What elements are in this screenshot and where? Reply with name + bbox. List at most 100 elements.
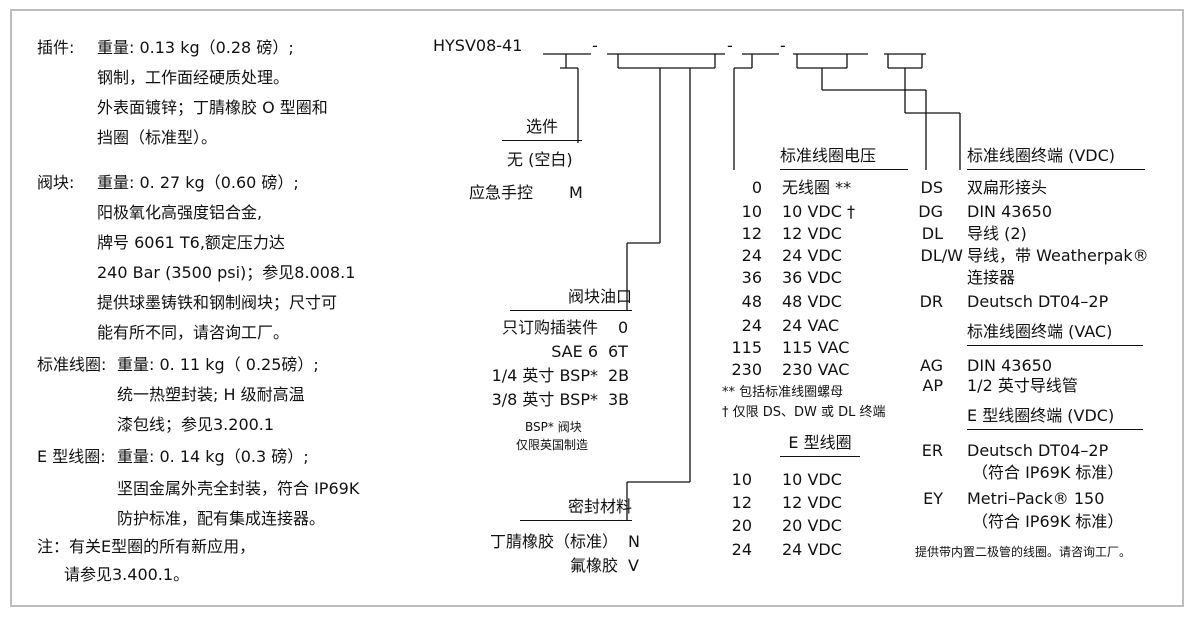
voltage-code: 115	[731, 338, 762, 357]
insert-label: 插件:	[37, 38, 75, 57]
e-coil-line: 防护标准，配有集成连接器。	[117, 509, 326, 528]
dc-term-label: Deutsch DT04–2P	[967, 292, 1109, 311]
dc-term-label: 导线，带 Weatherpak®	[967, 246, 1149, 265]
voltage-code: 0	[751, 178, 762, 197]
ac-term-title: 标准线圈终端 (VAC)	[967, 322, 1143, 346]
e-term-label: Metri–Pack® 150	[967, 489, 1105, 508]
port-code: 2B	[608, 366, 630, 385]
e-voltage-label: 24 VDC	[782, 540, 842, 559]
body-line: 能有所不同，请咨询工厂。	[97, 323, 290, 342]
seals-title: 密封材料	[520, 497, 632, 521]
voltage-title: 标准线圈电压	[780, 146, 908, 170]
voltage-label: 10 VDC †	[782, 202, 855, 221]
std-coil-label: 标准线圈:	[37, 355, 107, 374]
e-term-code: EY	[923, 489, 943, 508]
dc-term-code: DL/W	[920, 246, 963, 265]
voltage-label: 230 VAC	[782, 360, 850, 379]
dc-term-code: DG	[918, 202, 943, 221]
e-voltage-code: 20	[731, 516, 752, 535]
seal-code: N	[628, 532, 640, 551]
voltage-code: 230	[731, 360, 762, 379]
code-separator: -	[727, 36, 733, 55]
dc-term-label: DIN 43650	[967, 202, 1052, 221]
seal-label: 氟橡胶	[569, 556, 618, 575]
e-term-code: ER	[921, 441, 943, 460]
voltage-label: 115 VAC	[782, 338, 850, 357]
body-line: 阳极氧化高强度铝合金,	[97, 203, 263, 222]
voltage-label: 24 VDC	[782, 246, 842, 265]
e-term-sub: （符合 IP69K 标准）	[972, 463, 1124, 482]
insert-line: 钢制，工作面经硬质处理。	[97, 68, 290, 87]
e-voltage-label: 10 VDC	[782, 470, 842, 489]
seal-label: 丁腈橡胶（标准）	[489, 532, 618, 551]
voltage-code: 24	[741, 316, 762, 335]
dc-term-code: DS	[920, 178, 943, 197]
voltage-note: † 仅限 DS、DW 或 DL 终端	[722, 405, 886, 420]
e-voltage-title: E 型线圈	[780, 433, 860, 457]
e-coil-line: 坚固金属外壳全封装，符合 IP69K	[117, 479, 360, 498]
port-label: SAE 6	[551, 342, 598, 361]
voltage-label: 无线圈 **	[782, 178, 852, 197]
options-title: 选件	[502, 117, 582, 141]
port-code: 6T	[608, 342, 628, 361]
voltage-code: 10	[741, 202, 762, 221]
ac-term-code: AP	[922, 376, 943, 395]
dc-term-label-cont: 连接器	[967, 268, 1016, 287]
e-term-title: E 型线圈终端 (VDC)	[967, 406, 1143, 430]
voltage-code: 12	[741, 224, 762, 243]
voltage-code: 24	[741, 246, 762, 265]
voltage-note: ** 包括标准线圈螺母	[722, 385, 844, 400]
port-code: 0	[618, 318, 629, 337]
e-voltage-code: 24	[731, 540, 752, 559]
note-line: 请参见3.400.1。	[64, 565, 190, 584]
body-line: 重量: 0. 27 kg（0.60 磅）;	[97, 173, 299, 192]
e-coil-label: E 型线圈:	[37, 447, 106, 466]
options-manual: 应急手控	[469, 183, 534, 202]
e-voltage-code: 12	[731, 493, 752, 512]
dc-term-code: DR	[919, 292, 943, 311]
e-voltage-label: 12 VDC	[782, 493, 842, 512]
insert-line: 挡圈（标准型）。	[97, 128, 218, 147]
ac-term-label: 1/2 英寸导线管	[967, 376, 1078, 395]
e-voltage-code: 10	[731, 470, 752, 489]
insert-line: 重量: 0.13 kg（0.28 磅）;	[97, 38, 294, 57]
body-line: 牌号 6061 T6,额定压力达	[97, 233, 285, 252]
voltage-label: 48 VDC	[782, 292, 842, 311]
code-separator: -	[780, 36, 786, 55]
voltage-code: 48	[741, 292, 762, 311]
e-voltage-label: 20 VDC	[782, 516, 842, 535]
std-coil-line: 统一热塑封装; H 级耐高温	[117, 385, 305, 404]
ac-term-label: DIN 43650	[967, 356, 1052, 375]
ordering-info-panel	[10, 9, 1184, 607]
options-manual-code: M	[569, 183, 583, 202]
code-separator: -	[592, 36, 598, 55]
body-line: 240 Bar (3500 psi)；参见8.008.1	[97, 263, 356, 282]
port-note: BSP* 阀块	[525, 420, 582, 434]
ac-term-code: AG	[919, 356, 943, 375]
dc-term-label: 导线 (2)	[967, 224, 1027, 243]
port-label: 1/4 英寸 BSP*	[491, 366, 598, 385]
e-coil-line: 重量: 0. 14 kg（0.3 磅）;	[117, 447, 309, 466]
voltage-label: 12 VDC	[782, 224, 842, 243]
port-label: 3/8 英寸 BSP*	[491, 390, 598, 409]
port-label: 只订购插装件	[501, 318, 598, 337]
e-term-sub: （符合 IP69K 标准）	[972, 512, 1124, 531]
options-none: 无 (空白)	[507, 150, 573, 169]
seal-code: V	[628, 556, 639, 575]
std-coil-line: 漆包线；参见3.200.1	[117, 415, 275, 434]
port-code: 3B	[608, 390, 630, 409]
voltage-label: 36 VDC	[782, 268, 842, 287]
voltage-code: 36	[741, 268, 762, 287]
std-coil-line: 重量: 0. 11 kg（ 0.25磅）;	[117, 355, 319, 374]
note-line: 注：有关E型圈的所有新应用，	[37, 537, 256, 556]
model-code: HYSV08-41	[433, 36, 523, 55]
body-label: 阀块:	[37, 173, 75, 192]
insert-line: 外表面镀锌；丁腈橡胶 O 型圈和	[97, 98, 328, 117]
diode-footnote: 提供带内置二极管的线圈。请咨询工厂。	[915, 545, 1132, 559]
body-line: 提供球墨铸铁和钢制阀块；尺寸可	[97, 293, 338, 312]
e-term-label: Deutsch DT04–2P	[967, 441, 1109, 460]
port-note: 仅限英国制造	[516, 438, 589, 452]
ports-title: 阀块油口	[510, 287, 632, 311]
voltage-label: 24 VAC	[782, 316, 840, 335]
